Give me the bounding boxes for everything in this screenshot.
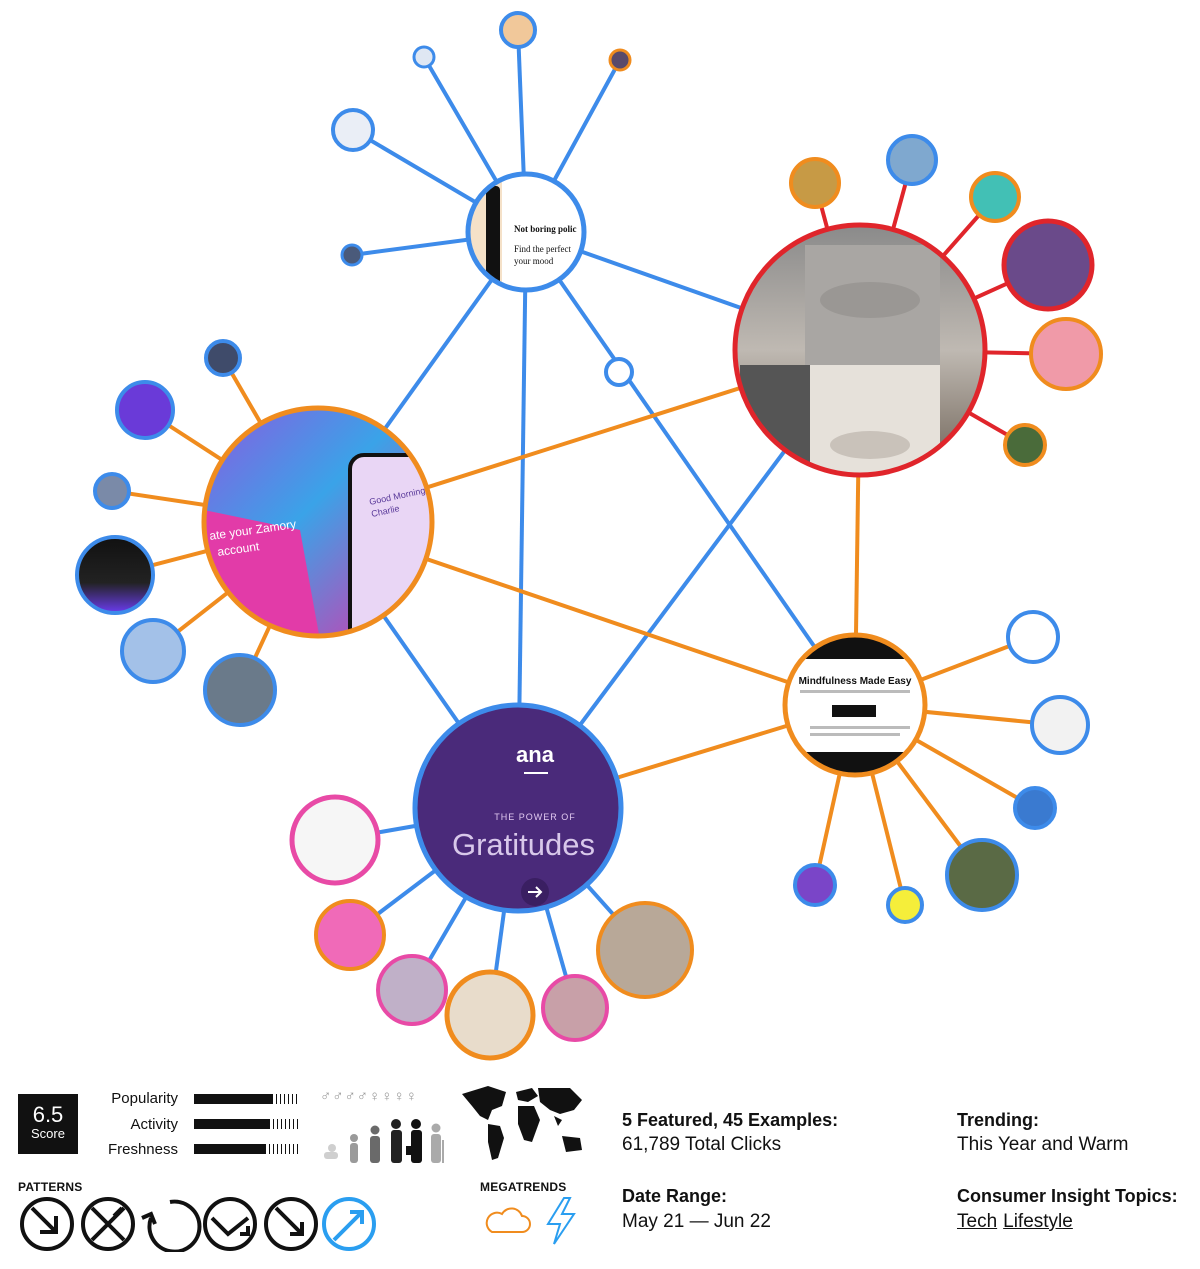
node-thumb[interactable] <box>340 243 364 267</box>
pattern-up-arrow-icon[interactable] <box>322 1197 376 1251</box>
node-thumb[interactable] <box>1001 218 1095 312</box>
node-thumb[interactable] <box>541 974 609 1042</box>
node-thumb[interactable] <box>1030 695 1090 755</box>
hub-policy[interactable]: Not boring polic Find the perfect your m… <box>465 171 587 293</box>
human-evolution-icon <box>324 1119 444 1163</box>
node-thumb[interactable] <box>376 954 448 1026</box>
node-thumb[interactable] <box>604 357 634 387</box>
node-thumb[interactable] <box>793 863 837 907</box>
node-thumb[interactable] <box>204 339 242 377</box>
network-graph: Not boring polic Find the perfect your m… <box>75 11 1103 1061</box>
trending-label: Trending: <box>957 1110 1039 1130</box>
world-map-icon <box>462 1086 582 1160</box>
score-label: Score <box>31 1126 65 1141</box>
node-thumb[interactable] <box>1006 610 1060 664</box>
node-thumb[interactable] <box>412 45 436 69</box>
pattern-arrow-in-icon[interactable] <box>20 1197 74 1251</box>
node-thumb[interactable] <box>120 618 186 684</box>
pattern-down-arrow-icon[interactable] <box>264 1197 318 1251</box>
hub-app[interactable]: ate your Zamory account Good Morning Cha… <box>201 405 440 645</box>
node-thumb[interactable] <box>444 969 536 1061</box>
lightning-icon[interactable] <box>542 1196 578 1246</box>
hub-policy-line3: your mood <box>514 256 554 266</box>
node-thumb[interactable] <box>331 108 375 152</box>
score-box: 6.5 Score <box>18 1094 78 1154</box>
hub-meditation[interactable] <box>732 222 988 478</box>
node-thumb[interactable] <box>969 171 1021 223</box>
satellite-nodes <box>75 11 1103 1061</box>
pattern-icons <box>20 1197 376 1252</box>
node-thumb[interactable] <box>1003 423 1047 467</box>
node-thumb[interactable] <box>1029 317 1103 391</box>
hub-mindfulness-title: Mindfulness Made Easy <box>799 676 912 687</box>
node-thumb[interactable] <box>203 653 277 727</box>
edge <box>524 230 857 707</box>
topic-link[interactable]: Lifestyle <box>1003 1211 1073 1232</box>
hub-gratitudes-kicker: THE POWER OF <box>494 812 576 822</box>
date-range-label: Date Range: <box>622 1186 728 1206</box>
megatrends-label: MEGATRENDS <box>480 1180 567 1194</box>
topic-link[interactable]: Tech <box>957 1211 998 1232</box>
node-thumb[interactable] <box>93 472 131 510</box>
node-thumb[interactable] <box>886 134 938 186</box>
date-range-value: May 21 — Jun 22 <box>622 1211 771 1232</box>
examples-line: 5 Featured, 45 Examples: <box>622 1110 839 1130</box>
gender-symbols: ♂♂♂♂♀♀♀♀ <box>320 1088 418 1105</box>
node-thumb[interactable] <box>75 535 155 615</box>
metric-activity-label: Activity <box>130 1116 178 1133</box>
hub-gratitudes-title: Gratitudes <box>452 827 595 862</box>
clicks-line: 61,789 Total Clicks <box>622 1134 782 1155</box>
node-thumb[interactable] <box>115 380 175 440</box>
patterns-label: PATTERNS <box>18 1180 83 1194</box>
hub-gratitudes[interactable]: ana THE POWER OF Gratitudes <box>412 702 624 914</box>
node-thumb[interactable] <box>608 48 632 72</box>
hub-app-line2: account <box>216 539 260 559</box>
pattern-cycle-icon[interactable] <box>141 1199 202 1252</box>
metric-freshness-bar <box>194 1144 298 1154</box>
metric-freshness-label: Freshness <box>107 1141 178 1158</box>
hub-policy-line2: Find the perfect <box>514 244 571 254</box>
metric-popularity-label: Popularity <box>111 1090 178 1107</box>
trending-value: This Year and Warm <box>957 1134 1129 1155</box>
metric-popularity-bar <box>194 1094 298 1104</box>
node-thumb[interactable] <box>1013 786 1057 830</box>
node-thumb[interactable] <box>789 157 841 209</box>
node-thumb[interactable] <box>314 899 386 971</box>
node-thumb[interactable] <box>945 838 1019 912</box>
metric-activity-bar <box>194 1119 298 1129</box>
node-thumb[interactable] <box>499 11 537 49</box>
score-value: 6.5 <box>32 1102 64 1127</box>
topics-label: Consumer Insight Topics: <box>957 1186 1178 1206</box>
hub-policy-line1: Not boring polic <box>514 224 577 234</box>
node-thumb[interactable] <box>289 794 381 886</box>
node-thumb[interactable] <box>596 901 694 999</box>
hub-mindfulness[interactable]: Mindfulness Made Easy <box>782 632 928 778</box>
pattern-cross-icon[interactable] <box>81 1197 135 1251</box>
cloud-icon[interactable] <box>482 1206 532 1236</box>
pattern-check-icon[interactable] <box>203 1197 257 1251</box>
node-thumb[interactable] <box>886 886 924 924</box>
hub-gratitudes-logo: ana <box>516 742 555 767</box>
